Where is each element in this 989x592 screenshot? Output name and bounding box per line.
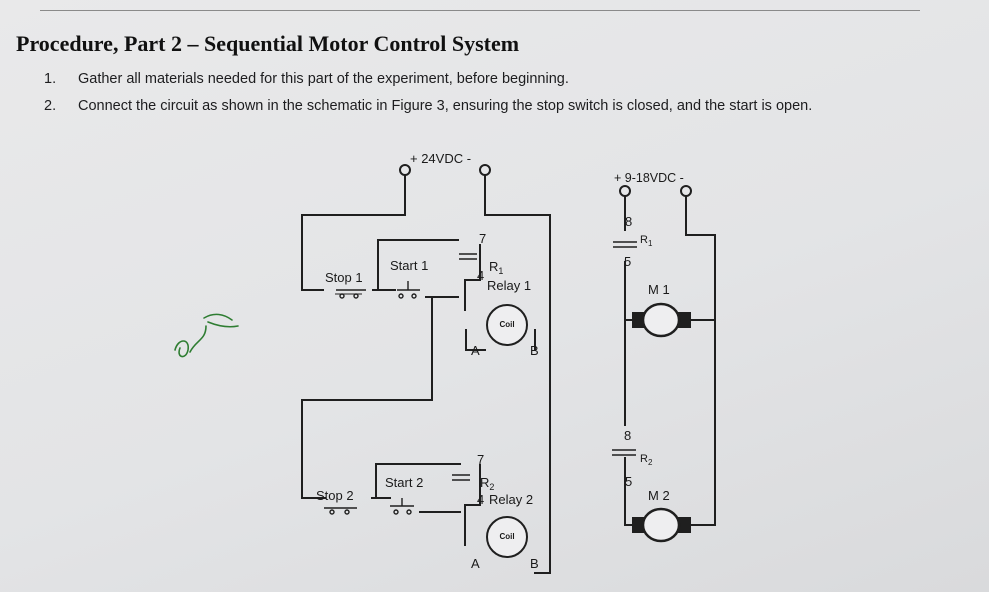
coil1-label: Coil [499,320,514,329]
left-circuit-wiring [301,174,551,574]
motor2-icon [632,507,691,543]
step-number: 2. [44,98,57,114]
motor1-icon [632,302,691,338]
step-item: 1. Gather all materials needed for this … [44,66,812,93]
relay2-coil-icon [486,516,528,558]
supply-9-18v-positive-terminal [619,185,631,197]
relay2-ref-label: R2 [480,475,494,492]
r2-ref-label: R2 [640,453,653,467]
coil1-a-label: A [471,343,480,358]
start1-switch-icon [397,281,420,299]
relay1-coil-icon [486,304,528,346]
top-rule [40,10,920,11]
supply-24v-negative-terminal [479,164,491,176]
motor2-label: M 2 [648,488,670,503]
supply-24v-positive-terminal [399,164,411,176]
right-circuit-wiring [624,195,716,526]
relay2-contact-icon [452,474,470,481]
stop1-label: Stop 1 [325,270,363,285]
stop2-switch-icon [324,507,357,515]
relay1-contact-icon [459,253,477,260]
r2-contact-bottom-label: 5 [625,474,632,489]
coil2-label: Coil [499,532,514,541]
relay1-ref-label: R1 [489,259,503,276]
relay2-contact-top-label: 7 [477,452,484,467]
step-text: Connect the circuit as shown in the sche… [78,98,813,114]
coil2-b-label: B [530,556,539,571]
procedure-title: Procedure, Part 2 – Sequential Motor Con… [16,31,520,56]
relay2-name-label: Relay 2 [489,492,533,507]
r1-contact-icon [613,241,637,248]
r1-contact-bottom-label: 5 [624,254,631,269]
relay1-contact-bottom-label: 4 [477,268,484,283]
right-supply-label: + 9-18VDC - [614,171,684,185]
start2-label: Start 2 [385,475,423,490]
relay1-contact-top-label: 7 [479,231,486,246]
stop2-label: Stop 2 [316,488,354,503]
coil2-a-label: A [471,556,480,571]
handwritten-mark-icon [174,313,239,358]
left-supply-label: + 24VDC - [410,151,471,166]
r1-contact-top-label: 8 [625,214,632,229]
motor1-label: M 1 [648,282,670,297]
stop1-switch-icon [335,289,366,299]
start1-label: Start 1 [390,258,428,273]
r2-contact-top-label: 8 [624,428,631,443]
step-item: 2. Connect the circuit as shown in the s… [44,93,812,120]
start2-switch-icon [390,498,414,515]
relay2-contact-bottom-label: 4 [477,492,484,507]
procedure-steps: 1. Gather all materials needed for this … [44,66,812,120]
supply-9-18v-negative-terminal [680,185,692,197]
coil1-b-label: B [530,343,539,358]
relay1-name-label: Relay 1 [487,278,531,293]
r2-contact-icon [612,449,636,456]
r1-ref-label: R1 [640,234,653,248]
step-number: 1. [44,71,57,87]
step-text: Gather all materials needed for this par… [78,71,569,87]
